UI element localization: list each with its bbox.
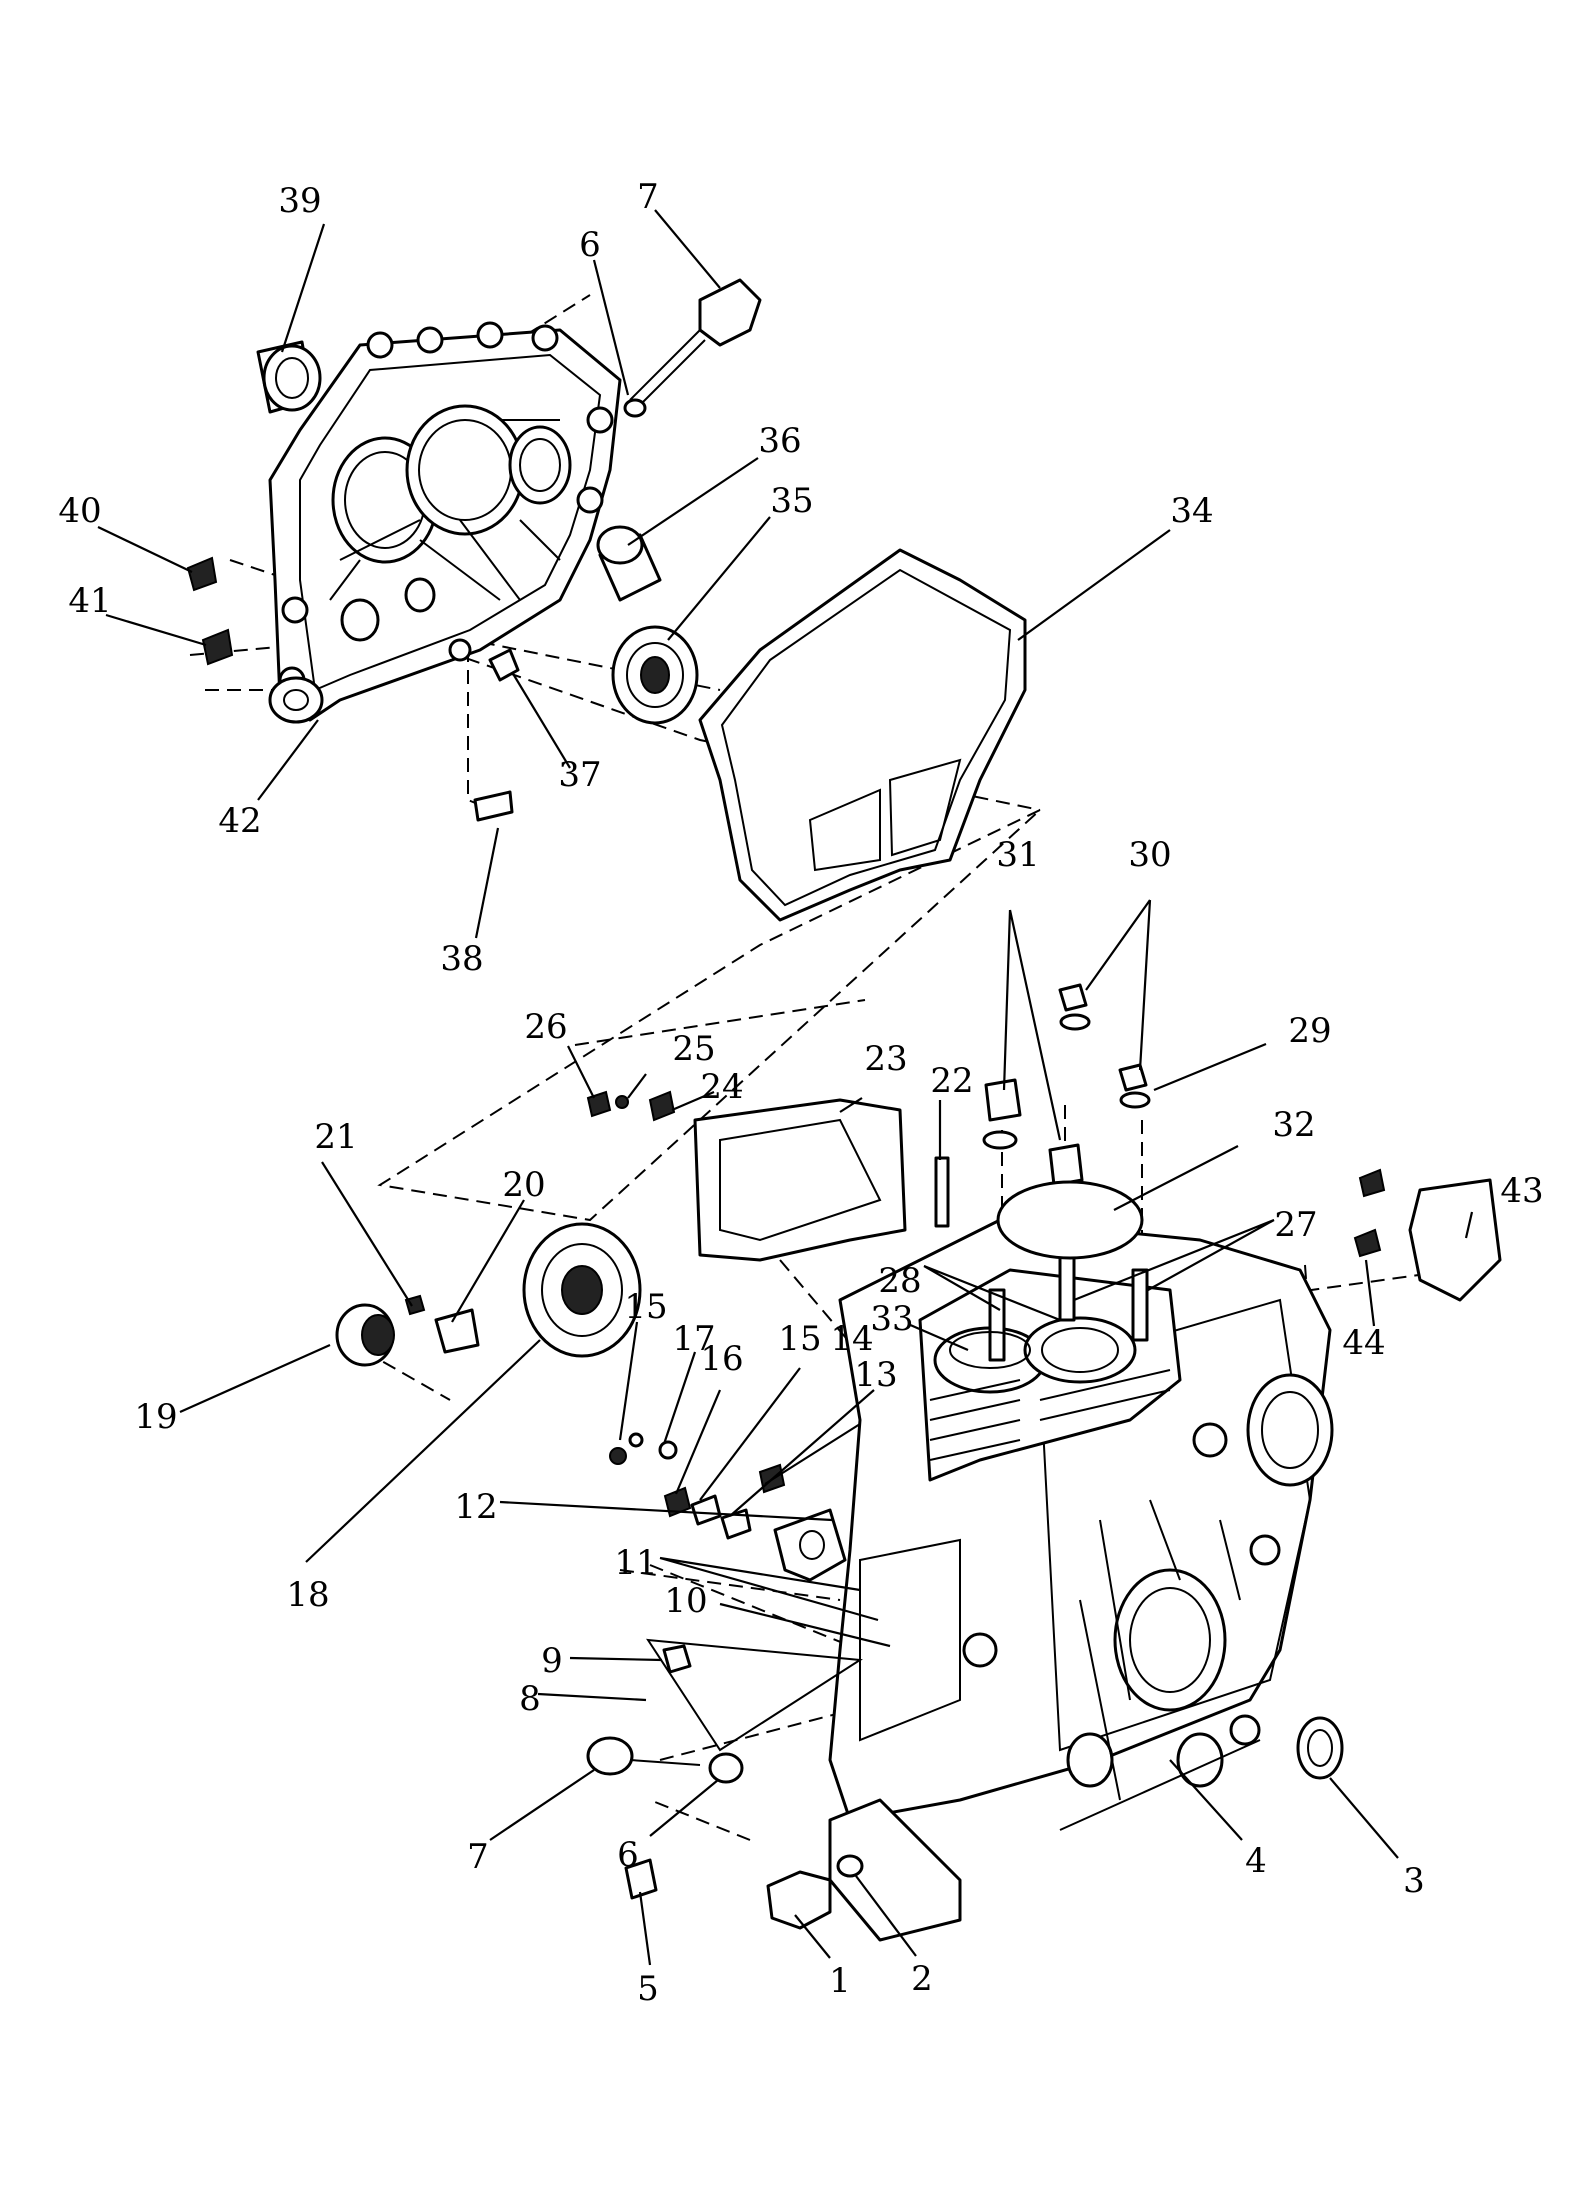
key-and-plate [693, 1098, 950, 1262]
crankcase [828, 1218, 1334, 1942]
bearing-19 [335, 1303, 395, 1367]
callout-44: 44 [1342, 1323, 1385, 1363]
side-cover-43 [1353, 1168, 1502, 1302]
callout-31: 31 [996, 835, 1039, 875]
callout-11: 11 [614, 1543, 657, 1583]
governor-parts [609, 1432, 847, 1582]
screw-21 [404, 1294, 426, 1316]
oil-filler-plug-lower [586, 1736, 701, 1776]
callout-10: 10 [664, 1581, 707, 1621]
callout-35: 35 [770, 481, 813, 521]
callout-3: 3 [1403, 1861, 1425, 1901]
callout-21: 21 [314, 1117, 357, 1157]
plug-5 [624, 1858, 658, 1900]
callout-7-top: 7 [637, 177, 659, 217]
callout-26: 26 [524, 1007, 567, 1047]
callout-39: 39 [278, 181, 321, 221]
callout-13: 13 [854, 1355, 897, 1395]
plate-8 [646, 1638, 863, 1752]
callout-24: 24 [700, 1067, 743, 1107]
gasket-33 [949, 1331, 1031, 1369]
callout-6-top: 6 [579, 225, 601, 265]
gasket-34 [698, 548, 1027, 922]
callout-37: 37 [558, 755, 601, 795]
callout-40: 40 [58, 491, 101, 531]
callout-8: 8 [519, 1679, 541, 1719]
callout-15-right: 15 [778, 1319, 821, 1359]
oil-seal-3 [1296, 1716, 1344, 1780]
callout-9: 9 [541, 1641, 563, 1681]
callout-43: 43 [1500, 1171, 1543, 1211]
bearing-35 [611, 625, 699, 725]
callout-30: 30 [1128, 835, 1171, 875]
callout-27: 27 [1274, 1205, 1317, 1245]
leader-lines [97, 209, 1474, 1966]
callout-17: 17 [672, 1319, 715, 1359]
oil-filler-plug-top [623, 278, 762, 418]
callout-42: 42 [218, 801, 261, 841]
o-ring-6-lower [708, 1752, 744, 1784]
callout-2: 2 [911, 1959, 933, 1999]
bearing-18 [522, 1222, 642, 1358]
callout-34: 34 [1170, 491, 1213, 531]
plate-20 [434, 1308, 480, 1354]
small-screws-24-26 [586, 1090, 676, 1122]
callout-19: 19 [134, 1397, 177, 1437]
callout-33: 33 [870, 1299, 913, 1339]
bushing-36 [596, 525, 662, 602]
dowel-pins [473, 648, 520, 822]
bolts-40-41 [186, 556, 234, 666]
oil-seal-39 [256, 340, 322, 414]
o-ring-32 [996, 1180, 1144, 1260]
callout-6-lower: 6 [617, 1835, 639, 1875]
callout-12: 12 [454, 1487, 497, 1527]
callout-1: 1 [829, 1961, 851, 2001]
callout-16: 16 [700, 1339, 743, 1379]
callout-5: 5 [637, 1969, 659, 2009]
callout-36: 36 [758, 421, 801, 461]
callout-28: 28 [878, 1261, 921, 1301]
callout-4: 4 [1245, 1841, 1267, 1881]
callout-7-lower: 7 [467, 1837, 489, 1877]
callout-20: 20 [502, 1165, 545, 1205]
callout-41: 41 [68, 581, 111, 621]
nut-9 [662, 1644, 692, 1674]
callout-numbers: 39 7 6 36 35 34 40 41 42 37 38 31 30 29 … [58, 177, 1543, 2009]
callout-38: 38 [440, 939, 483, 979]
callout-23: 23 [864, 1039, 907, 1079]
gear-case-cover [268, 321, 622, 724]
callout-18: 18 [286, 1575, 329, 1615]
callout-15-left: 15 [624, 1287, 667, 1327]
callout-25: 25 [672, 1029, 715, 1069]
callout-32: 32 [1272, 1105, 1315, 1145]
drain-bolt [766, 1854, 864, 1930]
callout-22: 22 [930, 1061, 973, 1101]
callout-14: 14 [830, 1319, 873, 1359]
callout-29: 29 [1288, 1011, 1331, 1051]
